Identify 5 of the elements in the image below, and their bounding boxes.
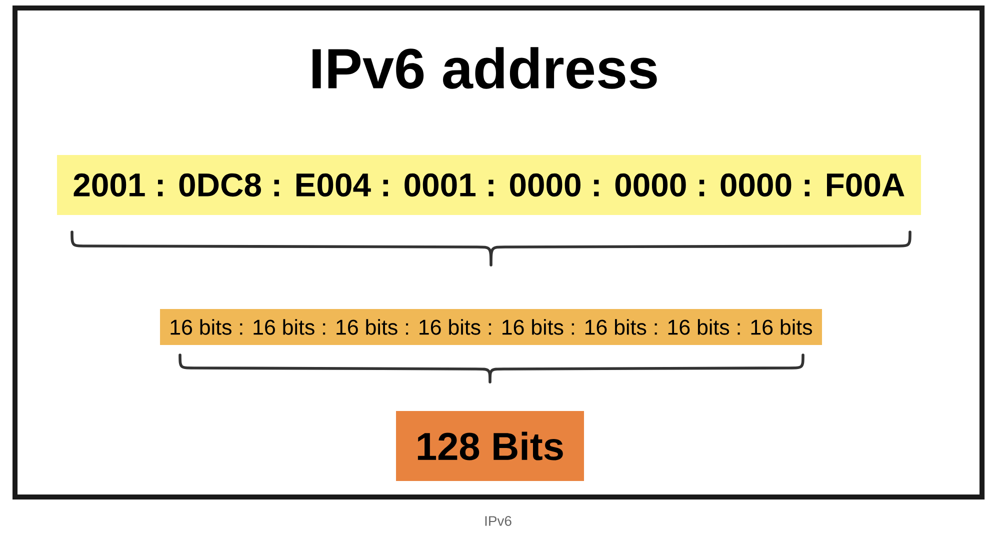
bit-groups-band: 16 bits : 16 bits : 16 bits : 16 bits : 16 bits : 16 bits : 16 bits : 16 bits — [160, 309, 822, 345]
address-band: 2001 : 0DC8 : E004 : 0001 : 0000 : 0000 : 0000 : F00A — [57, 155, 921, 215]
title: IPv6 address — [312, 47, 657, 89]
total-bits-box: 128 Bits — [396, 411, 584, 481]
caption: IPv6 — [485, 516, 512, 526]
